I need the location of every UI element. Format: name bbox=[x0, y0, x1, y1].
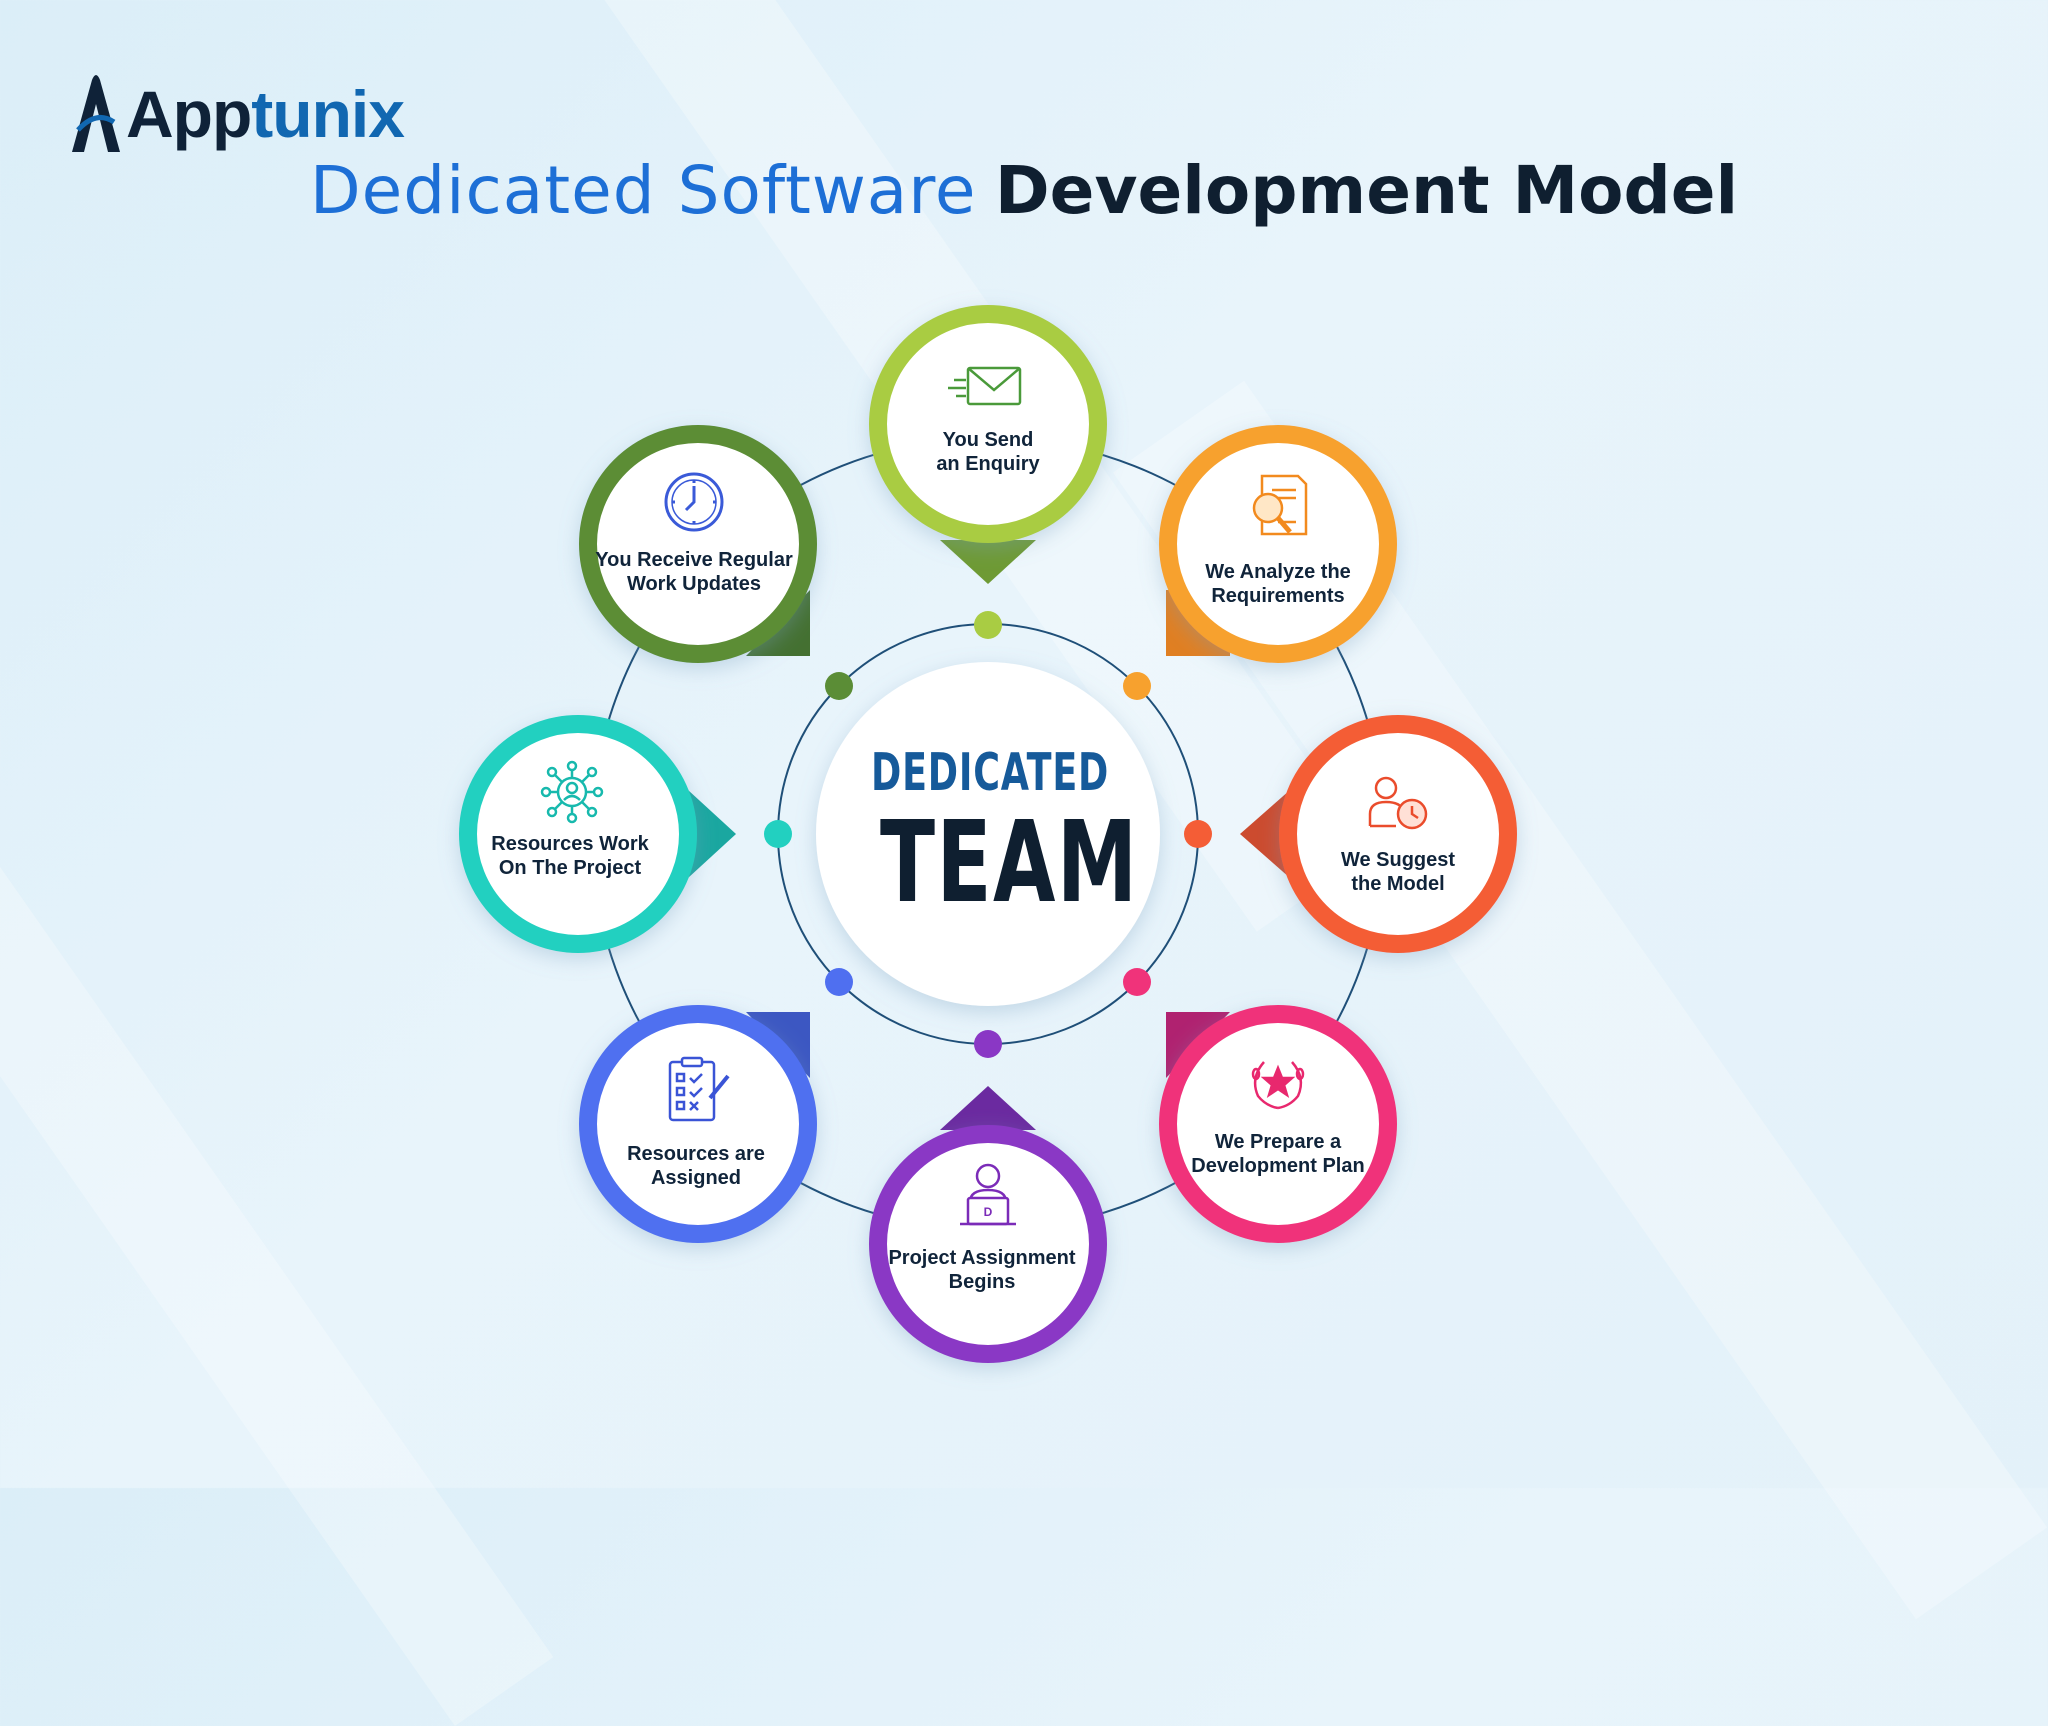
step-label-plan: We Prepare a Development Plan bbox=[1168, 1130, 1388, 1178]
apptunix-logo: Apptunix bbox=[68, 54, 405, 154]
step-label-line: Development Plan bbox=[1191, 1155, 1365, 1177]
center-label-line1: DEDICATED bbox=[871, 743, 1110, 803]
step-node-suggest bbox=[1279, 715, 1517, 953]
step-label-line: Work Updates bbox=[626, 573, 762, 595]
step-label-enquiry: You Send an Enquiry bbox=[878, 428, 1098, 476]
step-label-suggest: We Suggest the Model bbox=[1288, 848, 1508, 896]
ring-dot bbox=[1123, 968, 1151, 996]
ring-dot bbox=[974, 611, 1002, 639]
pointer-tail bbox=[1240, 790, 1290, 878]
network-person-icon bbox=[540, 760, 604, 824]
step-node-enquiry bbox=[869, 305, 1107, 543]
ring-dot bbox=[1123, 672, 1151, 700]
step-node-plan bbox=[1159, 1005, 1397, 1243]
document-search-icon bbox=[1252, 474, 1308, 536]
step-label-analyze: We Analyze the Requirements bbox=[1168, 560, 1388, 608]
svg-text:D: D bbox=[984, 1205, 993, 1219]
ring-dot bbox=[825, 672, 853, 700]
step-label-line: Begins bbox=[948, 1271, 1016, 1293]
title-light: Dedicated Software bbox=[309, 152, 977, 229]
step-label-assigned: Resources are Assigned bbox=[586, 1142, 806, 1190]
step-label-line: We Prepare a bbox=[1214, 1131, 1342, 1153]
step-label-line: On The Project bbox=[498, 857, 642, 879]
logo-wordmark: Apptunix bbox=[126, 74, 405, 154]
ring-dot bbox=[825, 968, 853, 996]
ring-dot bbox=[974, 1030, 1002, 1058]
step-label-assignment: Project Assignment Begins bbox=[872, 1246, 1092, 1294]
step-node-assigned bbox=[579, 1005, 817, 1243]
step-node-assignment bbox=[869, 1125, 1107, 1363]
step-label-line: Requirements bbox=[1211, 585, 1345, 607]
step-label-line: Project Assignment bbox=[888, 1247, 1076, 1269]
pointer-tail bbox=[688, 790, 736, 878]
step-label-line: You Send bbox=[942, 429, 1034, 451]
step-node-analyze bbox=[1159, 425, 1397, 663]
step-label-line: Resources Work bbox=[491, 833, 649, 855]
center-label: DEDICATED TEAM bbox=[838, 742, 1138, 922]
title-bold: Development Model bbox=[994, 152, 1739, 229]
step-label-updates: You Receive Regular Work Updates bbox=[584, 548, 804, 596]
step-label-line: an Enquiry bbox=[936, 453, 1040, 475]
ring-dot bbox=[764, 820, 792, 848]
checklist-clipboard-icon bbox=[668, 1056, 730, 1122]
step-node-updates bbox=[579, 425, 817, 663]
logo-text-dark: App bbox=[126, 77, 252, 151]
step-label-line: We Analyze the bbox=[1205, 561, 1351, 583]
person-clock-icon bbox=[1368, 776, 1428, 830]
page-title: Dedicated Software Development Model bbox=[0, 150, 2048, 231]
envelope-icon bbox=[948, 366, 1022, 406]
developer-laptop-icon: D bbox=[960, 1163, 1016, 1226]
ring-dot bbox=[1184, 820, 1212, 848]
step-label-line: You Receive Regular bbox=[595, 549, 793, 571]
step-node-work bbox=[459, 715, 697, 953]
step-label-line: the Model bbox=[1351, 873, 1445, 895]
logo-arch-icon bbox=[72, 75, 120, 152]
laurel-star-icon bbox=[1251, 1061, 1305, 1110]
step-label-line: We Suggest bbox=[1340, 849, 1456, 871]
center-circle bbox=[816, 662, 1160, 1006]
center-label-line2: TEAM bbox=[880, 798, 1139, 928]
process-diagram: D bbox=[459, 305, 1517, 1363]
clock-icon bbox=[664, 472, 724, 532]
logo-text-blue: tunix bbox=[251, 77, 405, 151]
step-label-work: Resources Work On The Project bbox=[460, 832, 680, 880]
pointer-tail bbox=[940, 540, 1036, 584]
pointer-tail bbox=[940, 1086, 1036, 1130]
step-label-line: Assigned bbox=[650, 1167, 742, 1189]
step-label-line: Resources are bbox=[627, 1143, 765, 1165]
